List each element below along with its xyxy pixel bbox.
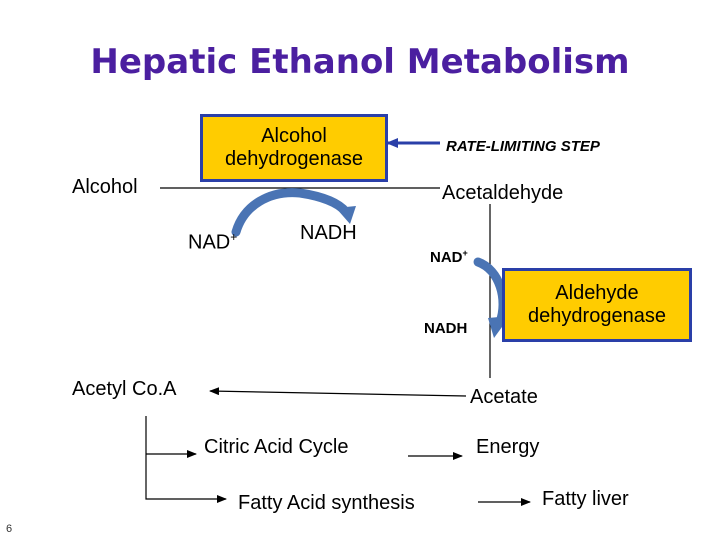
nadh-label-2: NADH (424, 320, 468, 337)
citric-acid-cycle-label: Citric Acid Cycle (204, 436, 349, 458)
aldehyde-dehydrogenase-box: Aldehyde dehydrogenase (502, 268, 692, 342)
nadh-label-1: NADH (300, 222, 357, 244)
nad-to-nadh-arrowhead-1 (336, 206, 356, 224)
nad-plus-label-1: NAD+ (188, 230, 238, 254)
slide-number: 6 (6, 523, 13, 535)
acetate-to-acetylcoa-arrow (209, 387, 467, 397)
enzyme1-line1: Alcohol (261, 125, 327, 147)
fatty-liver-label: Fatty liver (542, 488, 629, 510)
enzyme1-line2: dehydrogenase (225, 148, 363, 170)
page-title: Hepatic Ethanol Metabolism (90, 42, 630, 82)
alcohol-label: Alcohol (72, 176, 138, 198)
acetaldehyde-label: Acetaldehyde (442, 182, 564, 204)
acetate-label: Acetate (470, 386, 538, 408)
acetyl-coa-label: Acetyl Co.A (72, 378, 177, 400)
nad-to-nadh-curved-arrow-1 (231, 188, 351, 237)
alcohol-dehydrogenase-box: Alcohol dehydrogenase (200, 114, 388, 182)
energy-label: Energy (476, 436, 540, 458)
acetylcoa-branch-line (145, 416, 227, 503)
fatty-acid-synthesis-label: Fatty Acid synthesis (238, 492, 415, 514)
rate-limiting-label: RATE-LIMITING STEP (446, 138, 600, 155)
nad-to-nadh-curved-arrow-2 (473, 257, 508, 327)
enzyme2-line2: dehydrogenase (528, 305, 666, 327)
nad-plus-label-2: NAD+ (430, 248, 468, 266)
enzyme2-line1: Aldehyde (555, 282, 639, 304)
